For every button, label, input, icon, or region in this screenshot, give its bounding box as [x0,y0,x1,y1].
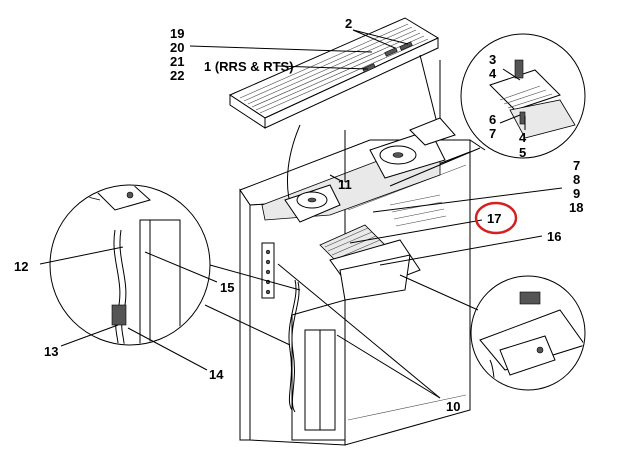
callout-19: 19 [170,26,184,41]
callout-7a: 7 [489,126,496,141]
callout-13: 13 [44,344,58,359]
callout-9: 9 [573,186,580,201]
callout-2: 2 [345,16,352,31]
callout-16: 16 [547,229,561,244]
callout-4a: 4 [489,66,497,81]
callout-22: 22 [170,68,184,83]
callout-17: 17 [487,211,501,226]
detail-inset-bottom-right [470,275,586,391]
callout-15: 15 [220,280,234,295]
callout-1: 1 (RRS & RTS) [204,59,294,74]
callout-5: 5 [519,145,526,160]
callout-14: 14 [209,367,224,382]
wire-harness [288,279,300,413]
control-panel [261,242,275,299]
callout-18: 18 [569,200,583,215]
callout-6: 6 [489,112,496,127]
callout-10: 10 [446,399,460,414]
detail-inset-left [49,184,211,346]
leader-lines [39,29,563,399]
callout-7b: 7 [573,158,580,173]
callout-11: 11 [338,177,352,192]
callout-3: 3 [489,52,496,67]
callout-labels: 19 20 21 22 2 1 (RRS & RTS) 3 4 6 7 4 5 … [14,16,583,414]
detail-inset-top-right [460,33,586,159]
callout-8: 8 [573,172,580,187]
coil-module [319,194,447,301]
callout-21: 21 [170,54,184,69]
callout-4b: 4 [519,130,527,145]
callout-20: 20 [170,40,184,55]
callout-12: 12 [14,259,28,274]
fan-housing-left [284,184,341,223]
highlight-ring [474,201,518,235]
fan-housing-right [369,117,456,179]
